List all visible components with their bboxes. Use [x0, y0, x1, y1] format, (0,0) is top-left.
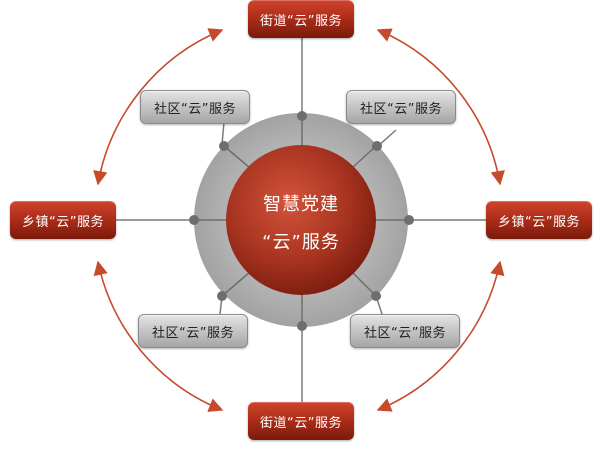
outer-cycle: [93, 28, 505, 412]
dot-top: [297, 111, 307, 121]
dot-bottom: [297, 321, 307, 331]
arc-right-to-bottom: [376, 260, 505, 412]
node-right-township: 乡镇“云”服务: [486, 201, 592, 239]
red-core: [226, 145, 376, 295]
center-title-line1: 智慧党建: [263, 194, 339, 215]
ring-spoke-top-left: [223, 145, 251, 169]
spoke-top-left: [221, 121, 225, 145]
node-top-street: 街道“云”服务: [248, 0, 354, 38]
junction-dots: [189, 111, 414, 331]
dot-top-right: [372, 141, 382, 151]
dot-top-left: [219, 141, 229, 151]
node-top-left-community: 社区“云”服务: [140, 90, 250, 124]
arc-bottom-to-left: [93, 260, 224, 412]
node-left-township: 乡镇“云”服务: [10, 201, 116, 239]
arc-top-to-right: [376, 28, 505, 186]
center-title: 智慧党建 “云”服务: [226, 186, 376, 262]
node-bottom-right-community: 社区“云”服务: [350, 314, 460, 348]
center-title-line2: “云”服务: [262, 232, 340, 253]
node-bottom-left-community: 社区“云”服务: [138, 314, 248, 348]
ring-spoke-bottom-right: [351, 271, 377, 297]
dot-left: [189, 215, 199, 225]
node-top-right-community: 社区“云”服务: [346, 90, 456, 124]
dot-right: [404, 215, 414, 225]
dot-bottom-left: [217, 291, 227, 301]
node-bottom-street: 街道“云”服务: [248, 402, 354, 440]
ring-spoke-top-right: [351, 145, 377, 169]
dot-bottom-right: [371, 291, 381, 301]
arc-left-to-top: [93, 28, 224, 186]
ring-spoke-bottom-left: [221, 271, 251, 297]
